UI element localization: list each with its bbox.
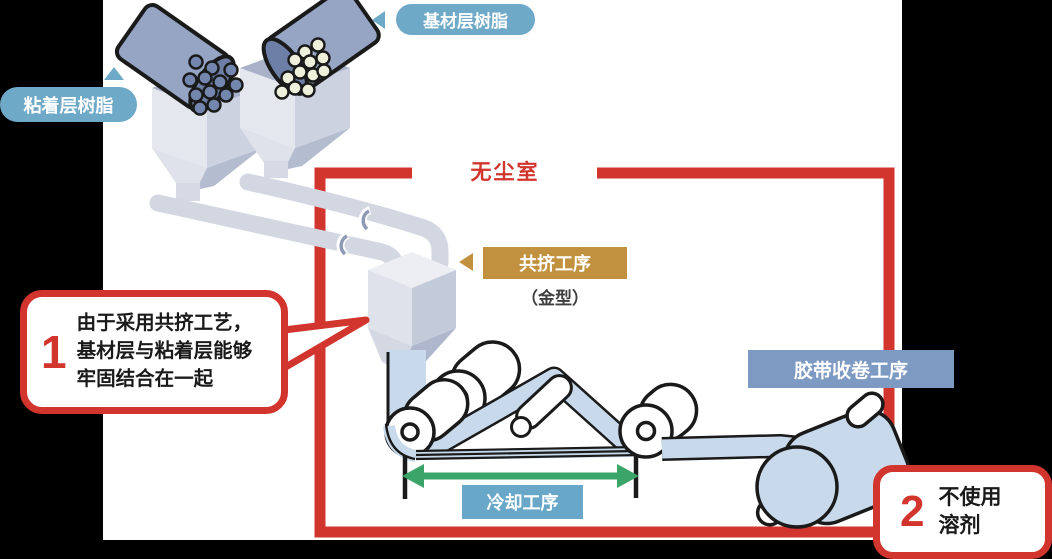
callout-2-text: 不使用 溶剂 (938, 484, 1001, 541)
label-mold: （金型） (521, 288, 589, 308)
label-adhesive-resin: 粘着层树脂 (0, 87, 137, 122)
callout-2-number: 2 (900, 487, 925, 536)
cooling-arrow-icon (402, 455, 639, 499)
label-coextrusion: 共挤工序 (483, 247, 627, 279)
pointer-left-gold-icon (459, 253, 473, 271)
label-base-resin: 基材层树脂 (396, 4, 535, 35)
callout-2-line: 溶剂 (938, 514, 981, 537)
bucket-right-icon (261, 0, 381, 100)
callout-2-line: 不使用 (938, 485, 1002, 509)
label-winding: 胶带收卷工序 (748, 350, 954, 388)
idler-roller-icon (510, 416, 532, 438)
callout-1-line: 牢固结合在一起 (76, 367, 214, 390)
pointer-left-icon (372, 11, 385, 29)
callout-1-line: 由于采用共挤工艺， (76, 312, 253, 335)
callout-1: 1 由于采用共挤工艺， 基材层与粘着层能够 牢固结合在一起 (20, 290, 288, 414)
callout-1-line: 基材层与粘着层能够 (76, 340, 253, 363)
callout-2: 2 不使用 溶剂 (873, 465, 1052, 559)
film-web-icon (383, 340, 822, 462)
extruder-die-icon (368, 252, 456, 372)
pointer-up-icon (104, 67, 124, 80)
bucket-left-icon (114, 3, 244, 116)
clean-room-border (314, 167, 895, 538)
callout-1-text: 由于采用共挤工艺， 基材层与粘着层能够 牢固结合在一起 (77, 310, 253, 393)
callout-1-number: 1 (41, 326, 67, 378)
clean-room-title: 无尘室 (470, 161, 540, 184)
label-cooling: 冷却工序 (462, 485, 583, 519)
